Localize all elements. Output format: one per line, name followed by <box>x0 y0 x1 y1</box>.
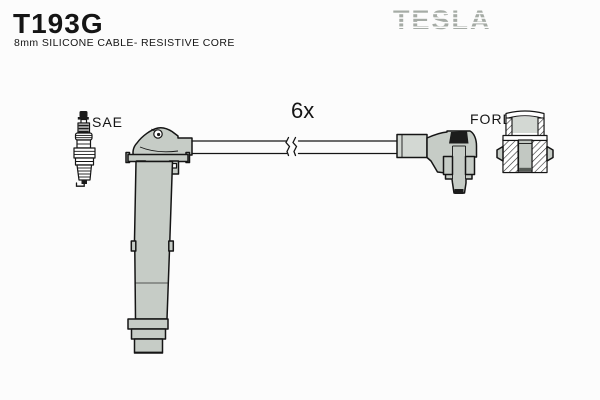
vehicle-connector-label: FORD <box>470 111 514 127</box>
coil-boot-illustration <box>125 127 193 354</box>
cable-illustration <box>191 136 398 157</box>
brand-wordmark: TESLA <box>393 5 492 35</box>
cable-spec-subtitle: 8mm SILICONE CABLE- RESISTIVE CORE <box>14 37 235 49</box>
spark-plug-standard-label: SAE <box>92 114 124 130</box>
connector-cross-section-illustration <box>496 110 554 174</box>
part-number: T193G <box>13 8 104 39</box>
tesla-brand-logo: TESLA <box>393 5 492 35</box>
spark-plug-icon <box>73 111 96 187</box>
cable-quantity-label: 6x <box>291 98 315 123</box>
elbow-boot-illustration <box>396 130 478 194</box>
cable-break-icon <box>285 136 291 157</box>
